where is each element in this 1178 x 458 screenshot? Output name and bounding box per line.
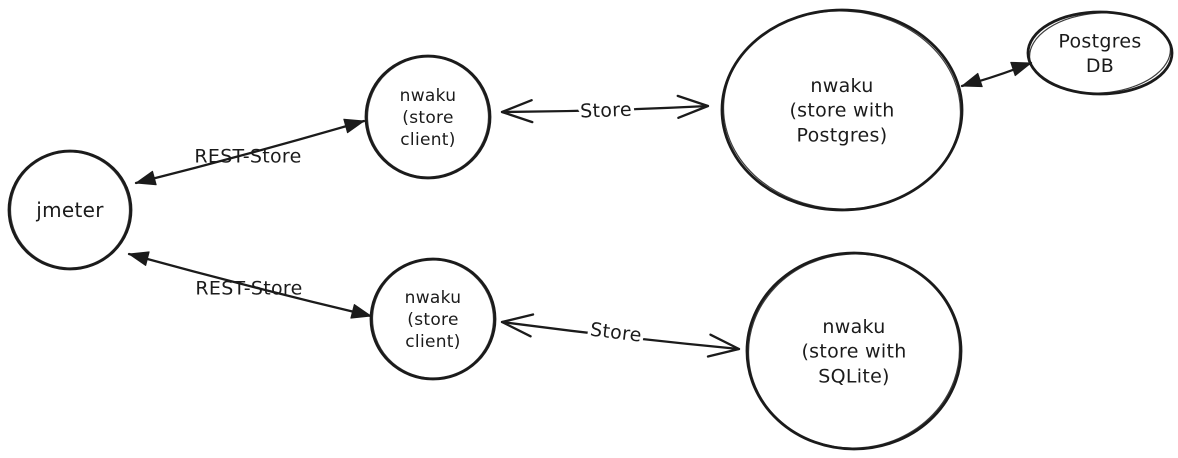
node-shape <box>1026 10 1174 96</box>
edge-store-top: Store <box>500 94 710 126</box>
edge-label-rest-store-top: REST-Store <box>194 146 301 168</box>
arrowhead-filled-icon <box>961 72 983 88</box>
edge-store-bottom: Store <box>500 313 741 358</box>
edge-line <box>127 252 373 318</box>
node-label-line: nwaku <box>810 75 873 97</box>
node-shape-sketch-stroke <box>722 10 962 210</box>
arrowhead-open-icon <box>500 98 534 124</box>
node-shape <box>369 257 497 381</box>
node-label-line: nwaku <box>405 288 462 308</box>
node-label-line: Postgres) <box>797 124 888 146</box>
node-label-line: nwaku <box>400 86 457 106</box>
node-shape <box>720 8 964 212</box>
node-shape-sketch-stroke <box>371 259 495 379</box>
node-shape <box>364 54 492 180</box>
arrowhead-filled-icon <box>1010 61 1032 77</box>
edge-label-rest-store-bottom: REST-Store <box>195 278 302 300</box>
node-label-line: client) <box>405 332 460 352</box>
node-label-line: nwaku <box>822 316 885 338</box>
edge-label-store-top: Store <box>580 99 632 123</box>
arrowhead-filled-icon <box>128 251 150 266</box>
arrowhead-open-icon <box>706 333 741 358</box>
edge-line <box>500 104 710 114</box>
node-label-line: jmeter <box>35 198 104 222</box>
node-label-line: Postgres <box>1058 30 1141 52</box>
edge-postgres-db-link <box>960 61 1033 88</box>
node-label-line: DB <box>1086 55 1114 77</box>
node-shape <box>7 149 133 271</box>
arrowhead-filled-icon <box>135 170 157 186</box>
edge-rest-store-bottom: REST-Store <box>127 251 373 319</box>
node-label-line: (store with <box>789 100 894 122</box>
edge-rest-store-top: REST-Store <box>134 118 366 186</box>
arrowhead-open-icon <box>500 313 535 338</box>
node-shape-sketch-stroke <box>747 253 961 449</box>
edge-label-store-bottom: Store <box>589 319 643 347</box>
arrowhead-open-icon <box>676 94 710 120</box>
node-label-line: (store with <box>801 341 906 363</box>
node-shape-sketch-stroke <box>1029 12 1171 94</box>
node-shape-sketch-stroke <box>9 151 131 269</box>
arrowhead-filled-icon <box>343 118 365 134</box>
node-label-line: (store <box>407 310 458 330</box>
node-label-line: SQLite) <box>818 365 890 387</box>
arrowhead-filled-icon <box>350 304 372 319</box>
edge-line <box>500 320 741 351</box>
edge-line <box>134 119 366 185</box>
node-label-line: (store <box>402 108 453 128</box>
node-label-line: client) <box>400 130 455 150</box>
node-jmeter: jmeter <box>7 149 133 271</box>
node-shape <box>745 251 963 451</box>
